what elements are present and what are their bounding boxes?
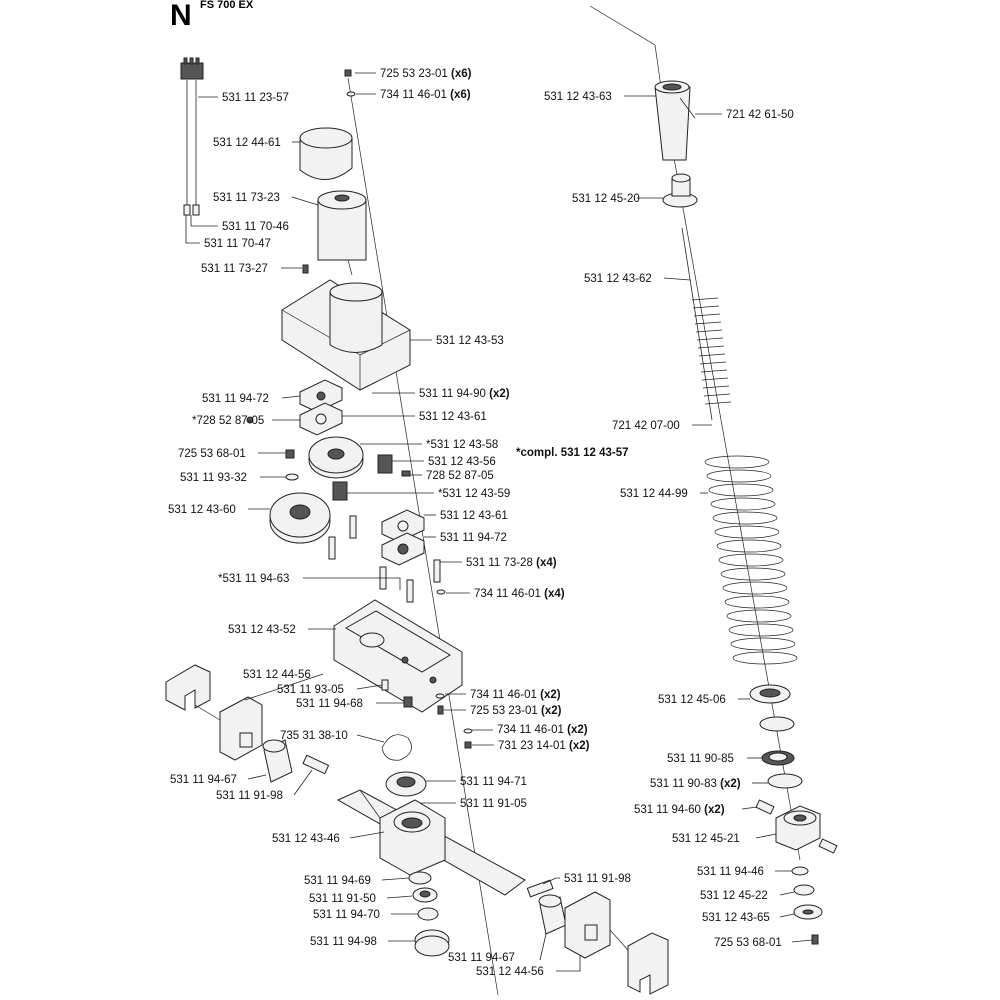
part-label: 734 11 46-01 (x2) (497, 724, 588, 736)
part-label: 531 11 93-32 (180, 472, 247, 484)
part-label: 531 11 94-98 (310, 936, 377, 948)
part-label: 531 12 43-53 (436, 335, 504, 347)
part-label: 531 11 70-47 (204, 238, 271, 250)
part-label: 721 42 07-00 (612, 420, 680, 432)
part-label: 531 12 43-52 (228, 624, 296, 636)
part-label: 531 11 94-68 (296, 698, 363, 710)
leader-lines (185, 72, 813, 972)
part-label: 721 42 61-50 (726, 109, 794, 121)
part-label: 531 12 45-06 (658, 694, 726, 706)
part-label: 531 12 43-56 (428, 456, 496, 468)
section-letter: N (170, 0, 192, 32)
part-label: *531 11 94-63 (218, 573, 289, 585)
part-label: 531 11 94-90 (x2) (419, 388, 510, 400)
part-label: 531 11 94-70 (313, 909, 380, 921)
part-label: 728 52 87-05 (426, 470, 494, 482)
part-label: 531 12 44-56 (243, 669, 311, 681)
part-label: *compl. 531 12 43-57 (516, 447, 629, 459)
part-labels: 725 53 23-01 (x6) 734 11 46-01 (x6) 531 … (168, 68, 794, 978)
part-label: 531 11 90-85 (667, 753, 734, 765)
part-label: 725 53 68-01 (714, 937, 782, 949)
part-label: *728 52 87-05 (192, 415, 264, 427)
part-label: 531 12 43-65 (702, 912, 770, 924)
part-label: 531 11 73-27 (201, 263, 268, 275)
part-label: 725 53 23-01 (x6) (380, 68, 472, 80)
part-label: 531 11 90-83 (x2) (650, 778, 741, 790)
part-label: 735 31 38-10 (280, 730, 348, 742)
part-label: 531 11 23-57 (222, 92, 289, 104)
part-label: 734 11 46-01 (x2) (470, 689, 561, 701)
part-label: 531 11 73-23 (213, 192, 280, 204)
part-label: 531 12 43-60 (168, 504, 236, 516)
part-label: 531 11 73-28 (x4) (466, 557, 557, 569)
part-label: 531 12 45-20 (572, 193, 640, 205)
part-label: 531 11 94-67 (448, 952, 515, 964)
part-label: 725 53 23-01 (x2) (470, 705, 562, 717)
part-label: 531 12 44-61 (213, 137, 281, 149)
part-label: 531 11 93-05 (277, 684, 344, 696)
part-label: 734 11 46-01 (x6) (380, 89, 471, 101)
part-label: 734 11 46-01 (x4) (474, 588, 565, 600)
part-label: 531 11 94-60 (x2) (634, 804, 725, 816)
part-label: 531 11 94-67 (170, 774, 237, 786)
part-label: 531 11 94-72 (440, 532, 507, 544)
left-assembly-drawing (165, 57, 669, 996)
part-label: 531 12 45-21 (672, 833, 740, 845)
right-assembly-drawing (589, 5, 838, 945)
part-label: 531 12 45-22 (700, 890, 768, 902)
part-label: 531 11 94-71 (460, 776, 527, 788)
part-label: 531 12 43-62 (584, 273, 652, 285)
part-label: 725 53 68-01 (178, 448, 246, 460)
part-label: 531 11 94-46 (697, 866, 764, 878)
part-label: 531 11 94-72 (202, 393, 269, 405)
part-label: 531 12 44-99 (620, 488, 688, 500)
part-label: 531 12 44-56 (476, 966, 544, 978)
part-label: *531 12 43-59 (438, 488, 510, 500)
part-label: 531 11 91-05 (460, 798, 527, 810)
part-label: 531 11 94-69 (304, 875, 371, 887)
part-label: 531 12 43-61 (440, 510, 508, 522)
part-label: 531 12 43-61 (419, 411, 487, 423)
model-name: FS 700 EX (200, 0, 254, 11)
part-label: *531 12 43-58 (426, 439, 498, 451)
part-label: 531 11 91-98 (564, 873, 631, 885)
part-label: 531 11 91-50 (309, 893, 376, 905)
part-label: 731 23 14-01 (x2) (498, 740, 590, 752)
part-label: 531 12 43-46 (272, 833, 340, 845)
part-label: 531 11 70-46 (222, 221, 289, 233)
part-label: 531 11 91-98 (216, 790, 283, 802)
part-label: 531 12 43-63 (544, 91, 612, 103)
